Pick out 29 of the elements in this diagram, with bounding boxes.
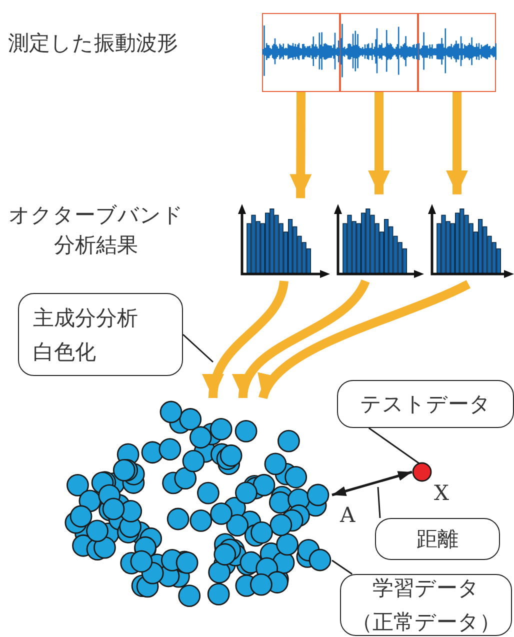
test-data-point [412,462,432,482]
distance-arrow [332,470,412,496]
histogram-chart [428,202,514,278]
speech-bubble [337,380,514,428]
speech-bubble [18,293,183,376]
histogram-chart [334,202,424,278]
leader-line [377,486,381,518]
text-label: オクターブバンド分析結果 [8,202,184,259]
point-label: X [434,480,449,507]
waveform-segment [418,13,496,92]
arrow [368,92,390,194]
bubble-text: 距離 [416,526,458,553]
point-label: A [340,502,356,529]
leader-line [182,334,214,363]
leader-line [368,427,420,465]
bubble-text: 白色化 [33,338,96,366]
bubble-text: 学習データ [372,575,480,602]
speech-bubble [375,518,500,560]
bubble-text: 主成分分析 [33,304,138,332]
waveform-segment [262,13,340,92]
histogram-chart [238,202,330,278]
arrow [290,92,312,198]
text-label: 測定した振動波形 [8,30,178,57]
speech-bubble [340,574,512,636]
bubble-text: （正常データ） [352,609,500,636]
waveform-segment [340,13,418,92]
arrow [446,92,468,194]
leader-line [332,560,352,575]
bubble-text: テストデータ [360,391,491,418]
